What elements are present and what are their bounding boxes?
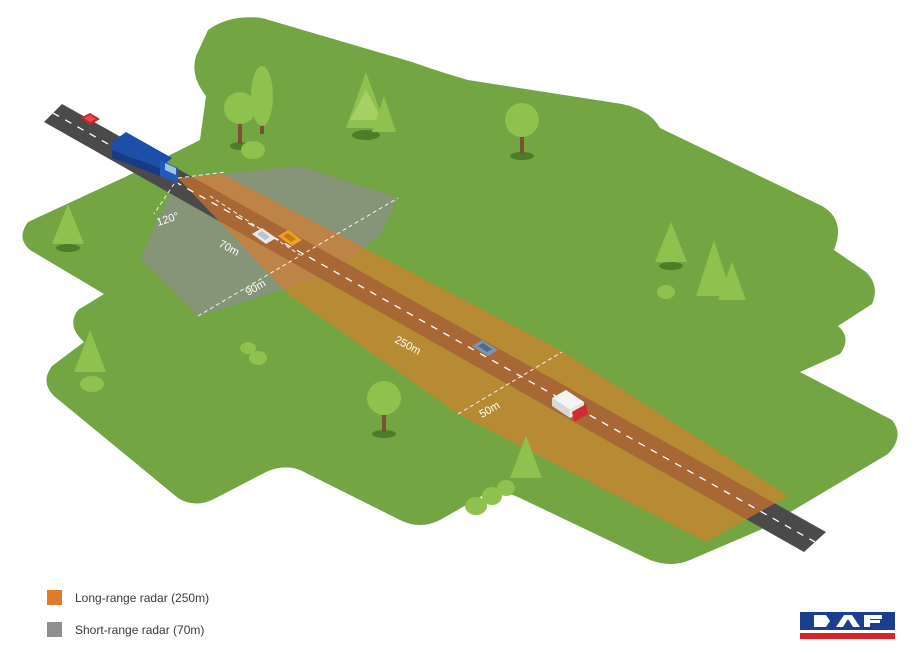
tree-icon: [367, 381, 401, 438]
tree-icon: [346, 72, 386, 140]
yellow-car: [278, 230, 302, 246]
tree-icon: [696, 240, 732, 296]
tree-icon: [505, 103, 539, 160]
trees: [52, 66, 746, 515]
daf-truck: [112, 132, 178, 184]
legend-item-short-range: Short-range radar (70m): [47, 622, 204, 637]
tree-icon: [251, 66, 273, 134]
red-car: [80, 113, 100, 125]
tree-icon: [372, 96, 396, 132]
tree-icon: [465, 480, 515, 515]
legend-swatch-short-range: [47, 622, 62, 637]
long-range-radar-zone: [178, 174, 788, 542]
legend-swatch-long-range: [47, 590, 62, 605]
legend-label-short-range: Short-range radar (70m): [75, 622, 205, 637]
legend-item-long-range: Long-range radar (250m): [47, 590, 209, 605]
tree-icon: [655, 222, 687, 270]
grass-ground: [22, 17, 898, 564]
tree-icon: [241, 141, 265, 159]
tree-icon: [510, 436, 542, 478]
delivery-truck: [552, 390, 588, 422]
tree-icon: [240, 342, 267, 365]
tree-icon: [52, 204, 84, 252]
daf-logo: [800, 612, 895, 639]
tree-icon: [718, 262, 746, 300]
radar-guide-lines: [153, 171, 563, 415]
legend-label-long-range: Long-range radar (250m): [75, 590, 210, 605]
road-centre-line: [52, 112, 816, 543]
white-car: [252, 228, 276, 244]
tree-icon: [74, 330, 106, 392]
tree-icon: [657, 285, 675, 299]
blue-car: [472, 340, 498, 356]
